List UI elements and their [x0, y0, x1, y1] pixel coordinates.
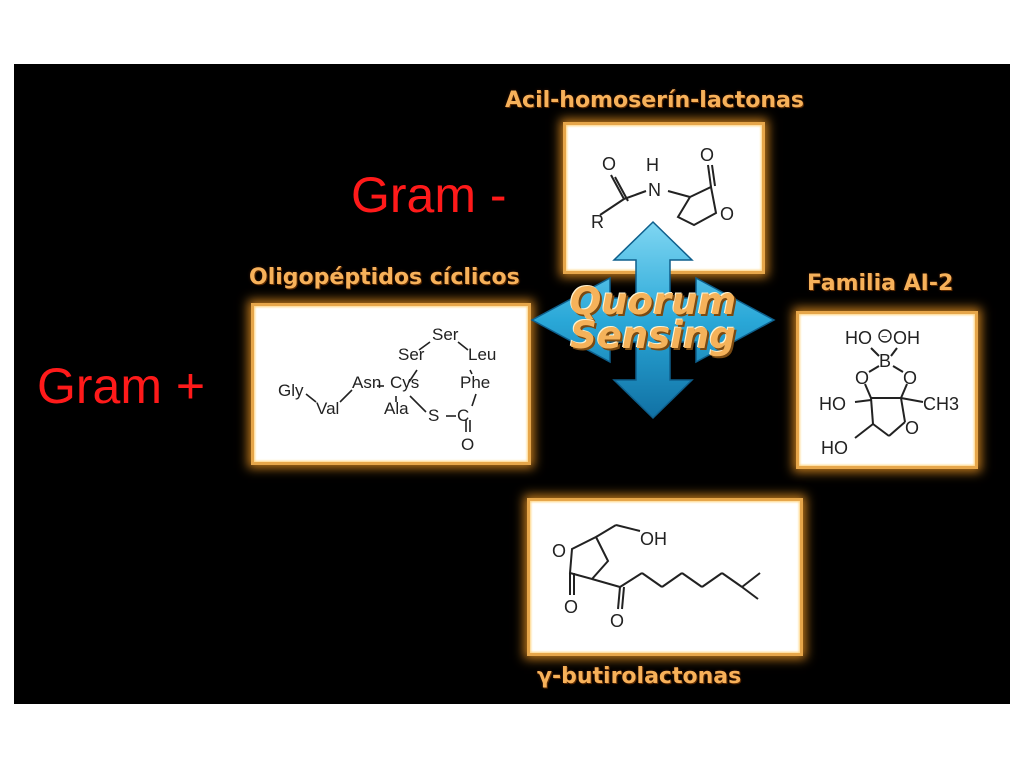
caption-acil-homoserin-lactonas: Acil-homoserín-lactonas — [505, 88, 804, 113]
ser-left-text: Ser — [398, 345, 425, 364]
caption-oligopeptidos-ciclicos: Oligopéptidos cíclicos — [249, 265, 520, 290]
ho-top-text: HO — [845, 328, 872, 348]
oxygen-right-text: O — [903, 368, 917, 388]
asn-text: Asn — [352, 373, 381, 392]
gly-text: Gly — [278, 381, 304, 400]
ho-mid-text: HO — [819, 394, 846, 414]
minus-charge-text: − — [881, 331, 887, 343]
caption-familia-ai2: Familia AI-2 — [807, 271, 954, 296]
oh-top-text: OH — [893, 328, 920, 348]
carbon-text: C — [457, 406, 469, 425]
phe-text: Phe — [460, 373, 490, 392]
quorum-text: Quorum — [569, 280, 737, 323]
nitrogen-text: N — [648, 180, 661, 200]
oxygen-text: O — [461, 435, 474, 454]
hydrogen-text: H — [646, 155, 659, 175]
gamma-butyrolactone-box: O O O OH — [527, 498, 803, 656]
gamma-butyrolactone-structure: O O O OH — [552, 524, 761, 631]
sulfur-text: S — [428, 406, 439, 425]
oxygen-top-text: O — [602, 154, 616, 174]
cys-text: Cys — [390, 373, 419, 392]
ser-top-text: Ser — [432, 325, 459, 344]
r-group-text: R — [591, 212, 604, 232]
acyl-homoserine-lactone-box: O H N O R O — [563, 122, 765, 274]
cyclic-oligopeptide-structure: Gly Val Asn Ala Cys Ser Ser Leu Phe S C … — [278, 325, 496, 454]
ketone-oxygen-text: O — [610, 611, 624, 631]
cyclic-oligopeptide-box: Gly Val Asn Ala Cys Ser Ser Leu Phe S C … — [251, 303, 531, 465]
ala-text: Ala — [384, 399, 409, 418]
charge-circle — [878, 329, 892, 343]
ch3-text: CH3 — [923, 394, 959, 414]
gram-negative-label: Gram - — [351, 167, 507, 223]
caption-gamma-butirolactonas: γ-butirolactonas — [537, 664, 742, 689]
acyl-homoserine-lactone-structure: O H N O R O — [591, 145, 734, 232]
ring-oxygen-text: O — [552, 541, 566, 561]
hydroxyl-text: OH — [640, 529, 667, 549]
ho-bottom-text: HO — [821, 438, 848, 458]
lactone-oxygen-text: O — [564, 597, 578, 617]
val-text: Val — [316, 399, 339, 418]
ring-oxygen-text: O — [720, 204, 734, 224]
ring-oxygen-text: O — [905, 418, 919, 438]
sensing-text: Sensing — [570, 314, 736, 357]
quorum-sensing-arrow: Quorum Sensing — [528, 220, 778, 420]
gram-positive-label: Gram + — [37, 358, 206, 414]
carbonyl-oxygen-text: O — [700, 145, 714, 165]
ai2-box: − HO OH B O O HO CH3 HO O — [796, 311, 978, 469]
leu-text: Leu — [468, 345, 496, 364]
four-way-arrow-icon — [530, 220, 776, 420]
boron-text: B — [879, 351, 891, 371]
oxygen-left-text: O — [855, 368, 869, 388]
ai2-structure: − HO OH B O O HO CH3 HO O — [819, 328, 959, 458]
